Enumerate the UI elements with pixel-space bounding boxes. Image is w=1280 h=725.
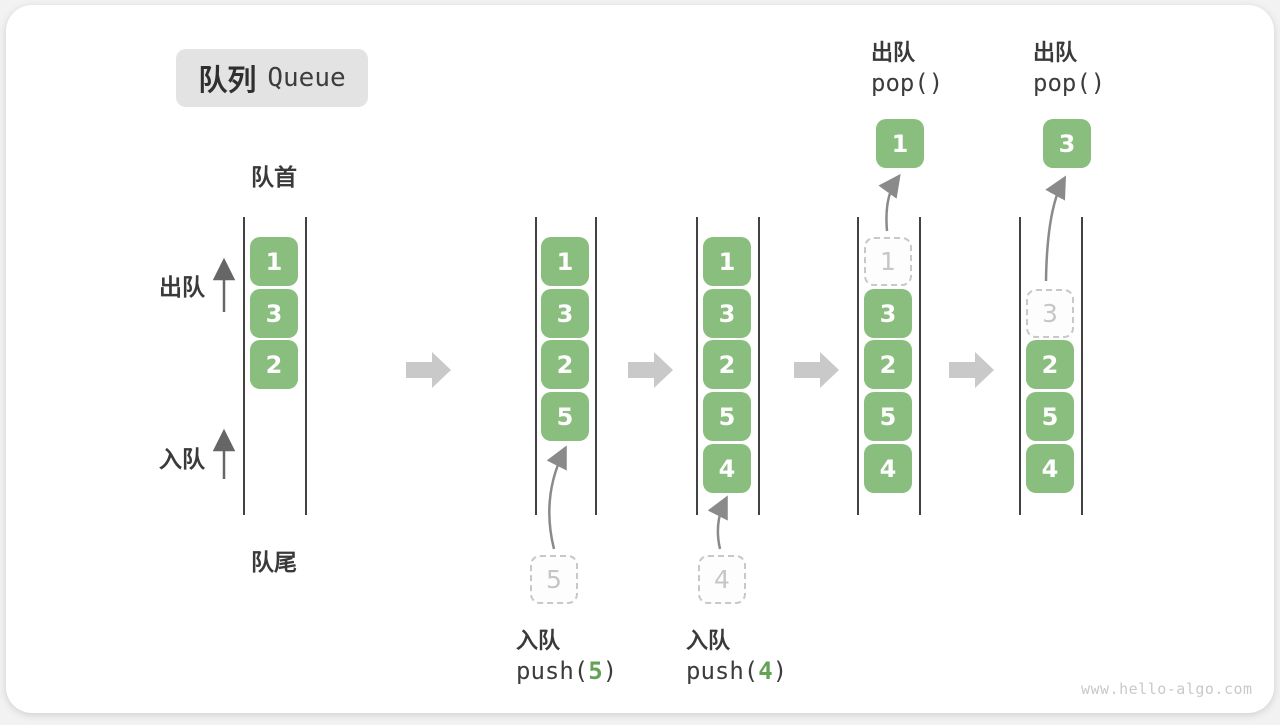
queue-item-box: 1 — [703, 237, 751, 286]
channel-line-left — [1019, 217, 1021, 515]
queue-item-box-dashed: 3 — [1026, 289, 1074, 338]
title-badge: 队列 Queue — [176, 49, 368, 107]
queue-item-box-dashed: 1 — [864, 237, 912, 286]
enqueue-op-label: 入队 — [686, 628, 731, 653]
dequeue-op-label: 出队 — [871, 40, 916, 65]
queue-item-box: 4 — [864, 444, 912, 493]
queue-item-box: 4 — [1026, 444, 1074, 493]
queue-item-box: 2 — [250, 340, 298, 389]
queue-item-box: 5 — [541, 392, 589, 441]
dequeue-op-code: pop() — [1033, 69, 1106, 97]
queue-item-box: 5 — [703, 392, 751, 441]
channel-line-right — [919, 217, 921, 515]
state-transition-arrow-icon — [949, 352, 994, 388]
queue-front-label: 队首 — [251, 164, 297, 190]
channel-line-left — [696, 217, 698, 515]
channel-line-right — [1081, 217, 1083, 515]
queue-item-box: 1 — [250, 237, 298, 286]
popped-item-box: 1 — [876, 119, 924, 168]
state-transition-arrow-icon — [628, 352, 673, 388]
queue-rear-label: 队尾 — [251, 549, 297, 575]
enqueue-arg-value: 4 — [758, 657, 773, 685]
enqueue-op-label: 入队 — [516, 628, 561, 653]
enqueue-side-label: 入队 — [159, 446, 205, 472]
dequeue-arrow-icon — [878, 173, 901, 232]
channel-line-right — [595, 217, 597, 515]
queue-item-box: 4 — [703, 444, 751, 493]
queue-item-box: 2 — [1026, 340, 1074, 389]
popped-item-box: 3 — [1043, 119, 1091, 168]
dequeue-arrow-icon — [1044, 175, 1067, 282]
channel-line-left — [857, 217, 859, 515]
enqueue-arrow-icon — [546, 445, 567, 550]
queue-item-box: 2 — [864, 340, 912, 389]
pending-item-box: 4 — [698, 555, 746, 604]
channel-line-left — [535, 217, 537, 515]
queue-item-box: 3 — [864, 289, 912, 338]
queue-item-box: 5 — [864, 392, 912, 441]
pending-item-box: 5 — [530, 555, 578, 604]
enqueue-arrow-icon — [707, 495, 728, 550]
channel-line-left — [243, 217, 245, 515]
title-english: Queue — [267, 63, 346, 93]
watermark: www.hello-algo.com — [1081, 680, 1253, 698]
channel-line-right — [305, 217, 307, 515]
title-chinese: 队列 — [198, 65, 257, 97]
queue-item-box: 2 — [703, 340, 751, 389]
channel-line-right — [758, 217, 760, 515]
queue-item-box: 3 — [250, 289, 298, 338]
dequeue-op-code: pop() — [871, 69, 944, 97]
queue-item-box: 2 — [541, 340, 589, 389]
dequeue-side-label: 出队 — [159, 274, 205, 300]
dequeue-op-label: 出队 — [1033, 40, 1078, 65]
enqueue-arg-value: 5 — [588, 657, 603, 685]
state-transition-arrow-icon — [794, 352, 839, 388]
queue-item-box: 3 — [703, 289, 751, 338]
enqueue-op-code: push(4) — [686, 657, 788, 685]
queue-item-box: 1 — [541, 237, 589, 286]
queue-item-box: 3 — [541, 289, 589, 338]
queue-item-box: 5 — [1026, 392, 1074, 441]
enqueue-op-code: push(5) — [516, 657, 618, 685]
state-transition-arrow-icon — [406, 352, 451, 388]
arrows-overlay — [212, 173, 1067, 550]
